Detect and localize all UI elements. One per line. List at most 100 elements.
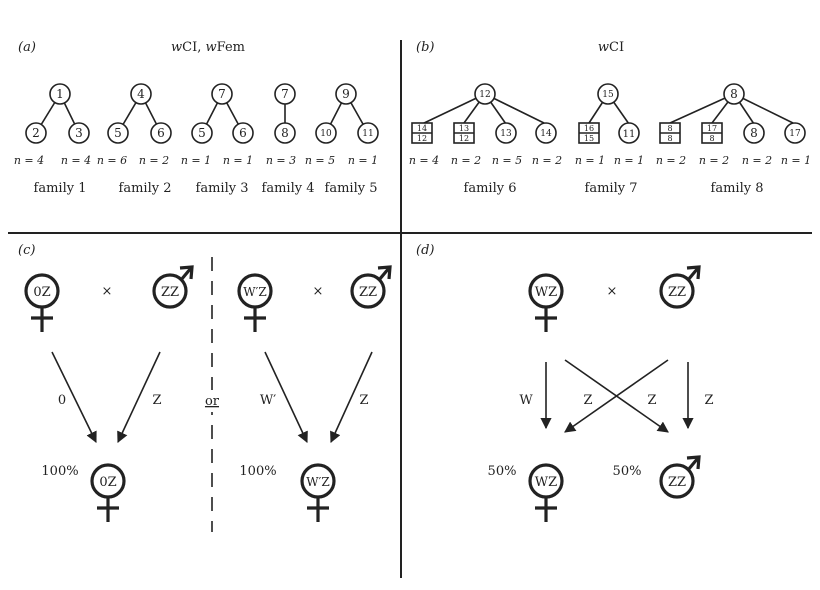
panel-d: (d) WZ × ZZ W Z Z Z 50% WZ 50% xyxy=(416,243,714,522)
count-label: n = 5 xyxy=(305,154,335,167)
svg-text:0Z: 0Z xyxy=(33,285,50,300)
svg-text:8: 8 xyxy=(709,134,714,143)
svg-text:6: 6 xyxy=(157,126,165,140)
pedigree-node xyxy=(191,122,213,144)
panel-a-title: wCI, wFem xyxy=(171,40,245,55)
pedigree-family-3: 7 5 6 n = 1 n = 1 family 3 xyxy=(181,83,254,196)
arrow-label: W xyxy=(519,393,533,408)
svg-text:3: 3 xyxy=(75,126,83,140)
count-label: n = 2 xyxy=(742,154,772,167)
pedigree-node xyxy=(495,122,517,144)
count-label: n = 2 xyxy=(532,154,562,167)
male-symbol-icon xyxy=(659,463,695,499)
pedigree-node xyxy=(618,122,640,144)
pedigree-node xyxy=(49,83,71,105)
svg-text:5: 5 xyxy=(114,126,122,140)
pedigree-node xyxy=(274,122,296,144)
count-label: n = 6 xyxy=(97,154,127,167)
family-label: family 1 xyxy=(34,181,87,196)
arrow-label: W′ xyxy=(260,393,276,408)
count-label: n = 1 xyxy=(223,154,253,167)
count-label: n = 2 xyxy=(699,154,729,167)
offspring-wz: WZ xyxy=(528,463,564,522)
arrow-label: 0 xyxy=(58,393,66,408)
count-label: n = 1 xyxy=(614,154,644,167)
pedigree-node xyxy=(357,122,379,144)
svg-text:1: 1 xyxy=(56,87,64,101)
pedigree-family-2: 4 5 6 n = 6 n = 2 family 2 xyxy=(97,83,172,196)
count-label: n = 5 xyxy=(492,154,522,167)
svg-text:12: 12 xyxy=(479,90,490,100)
family-label: family 7 xyxy=(585,181,638,196)
pedigree-family-4: 7 8 n = 3 family 4 xyxy=(262,83,315,196)
pedigree-family-8: 8 8 8 17 8 8 17 n = 2 n = 2 n = 2 n = 1 … xyxy=(656,83,811,196)
svg-text:7: 7 xyxy=(281,87,289,101)
svg-text:0Z: 0Z xyxy=(99,475,116,490)
count-label: n = 4 xyxy=(14,154,44,167)
svg-text:8: 8 xyxy=(730,87,738,101)
pedigree-node xyxy=(68,122,90,144)
svg-text:14: 14 xyxy=(540,129,552,139)
father-zz-right: ZZ xyxy=(350,265,392,309)
count-label: n = 2 xyxy=(656,154,686,167)
offspring-wprime-z: W′Z xyxy=(300,463,336,522)
panel-a-label: (a) xyxy=(18,40,36,55)
svg-text:9: 9 xyxy=(342,87,350,101)
family-label: family 2 xyxy=(119,181,172,196)
arrow-z-cross-left xyxy=(564,359,669,433)
arrow-label: Z xyxy=(152,393,161,408)
svg-text:ZZ: ZZ xyxy=(668,285,686,300)
svg-text:13: 13 xyxy=(500,129,512,139)
svg-text:6: 6 xyxy=(239,126,247,140)
pedigree-node xyxy=(107,122,129,144)
family-label: family 3 xyxy=(196,181,249,196)
svg-text:ZZ: ZZ xyxy=(161,285,179,300)
pedigree-node xyxy=(723,83,745,105)
svg-text:8: 8 xyxy=(667,124,672,133)
percent-label: 100% xyxy=(41,464,78,479)
svg-text:12: 12 xyxy=(459,134,469,143)
panel-d-label: (d) xyxy=(416,243,434,258)
pedigree-node xyxy=(474,83,496,105)
pedigree-node xyxy=(150,122,172,144)
mother-wz: WZ xyxy=(528,273,564,332)
svg-text:13: 13 xyxy=(459,124,469,133)
svg-text:7: 7 xyxy=(218,87,226,101)
svg-text:17: 17 xyxy=(789,129,801,139)
pedigree-node xyxy=(211,83,233,105)
svg-text:8: 8 xyxy=(667,134,672,143)
pedigree-family-5: 9 10 11 n = 5 n = 1 family 5 xyxy=(305,83,379,196)
count-label: n = 4 xyxy=(409,154,439,167)
pedigree-node xyxy=(274,83,296,105)
pedigree-family-7: 15 16 15 11 n = 1 n = 1 family 7 xyxy=(575,83,644,196)
pedigree-node xyxy=(743,122,765,144)
family-label: family 4 xyxy=(262,181,315,196)
arrow-left-0 xyxy=(51,351,97,444)
panel-c: (c) 0Z × ZZ 0 Z 100% 0Z or xyxy=(18,243,392,532)
svg-text:14: 14 xyxy=(417,124,427,133)
panel-b-label: (b) xyxy=(416,40,434,55)
or-label: or xyxy=(205,394,220,409)
svg-text:8: 8 xyxy=(750,126,758,140)
svg-text:5: 5 xyxy=(198,126,206,140)
father-zz-left: ZZ xyxy=(152,265,194,309)
pedigree-node xyxy=(535,122,557,144)
arrow-label: Z xyxy=(704,393,713,408)
pedigree-node xyxy=(130,83,152,105)
arrow-right-wprime xyxy=(264,351,308,444)
or-background xyxy=(200,390,224,412)
svg-text:8: 8 xyxy=(281,126,289,140)
svg-text:WZ: WZ xyxy=(535,285,557,300)
svg-text:15: 15 xyxy=(602,90,614,100)
svg-text:17: 17 xyxy=(707,124,717,133)
arrow-left-z xyxy=(117,351,161,444)
svg-text:11: 11 xyxy=(362,129,373,139)
count-label: n = 2 xyxy=(139,154,169,167)
panel-b-title: wCI xyxy=(598,40,624,55)
svg-text:16: 16 xyxy=(584,124,594,133)
panel-c-label: (c) xyxy=(18,243,35,258)
count-label: n = 1 xyxy=(181,154,211,167)
svg-text:15: 15 xyxy=(584,134,594,143)
percent-label: 100% xyxy=(239,464,276,479)
svg-text:11: 11 xyxy=(623,129,636,140)
